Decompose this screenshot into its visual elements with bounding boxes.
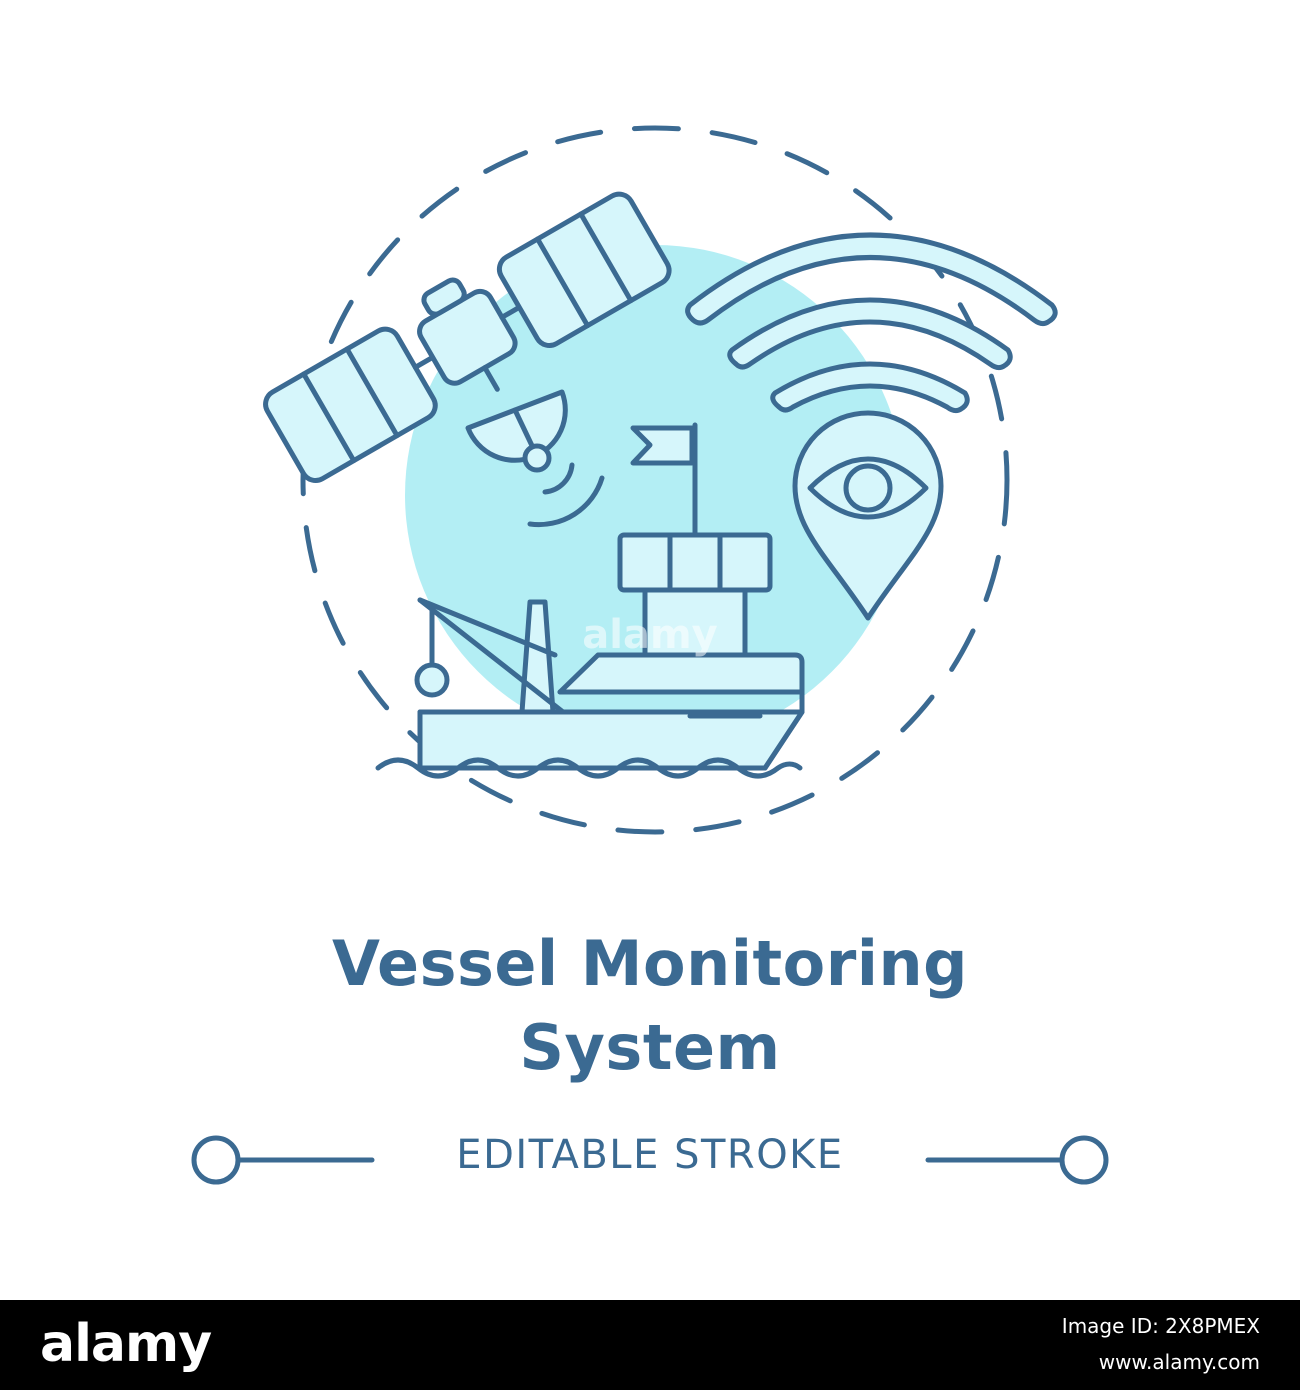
title-line-1: Vessel Monitoring	[331, 927, 969, 1000]
waves-icon	[375, 757, 803, 779]
flag-icon	[630, 422, 698, 538]
title-line-2: System	[519, 1011, 781, 1084]
vessel-monitoring-illustration: alamy	[263, 125, 1058, 835]
footer-image-id: Image ID: 2X8PMEX	[1061, 1314, 1260, 1338]
location-eye-pin-icon	[792, 410, 944, 621]
watermark-text: alamy	[582, 612, 717, 658]
wifi-signal-icon	[685, 232, 1058, 414]
stock-footer-bar: alamy Image ID: 2X8PMEX www.alamy.com	[0, 1300, 1300, 1390]
icon-card: alamy Vessel Monitoring System EDITABLE …	[0, 125, 1300, 1185]
right-node-icon	[1059, 1135, 1109, 1185]
editable-stroke-decoration	[191, 1135, 1109, 1185]
editable-stroke-label: EDITABLE STROKE	[456, 1132, 844, 1178]
dashed-ring	[300, 125, 1010, 835]
footer-image-info: Image ID: 2X8PMEX www.alamy.com	[1062, 1308, 1260, 1380]
ship-icon	[414, 422, 805, 771]
satellite-icon	[263, 191, 672, 528]
footer-logo: alamy	[40, 1314, 212, 1374]
footer-url: www.alamy.com	[1098, 1350, 1260, 1374]
page-title: Vessel Monitoring System	[0, 922, 1300, 1090]
